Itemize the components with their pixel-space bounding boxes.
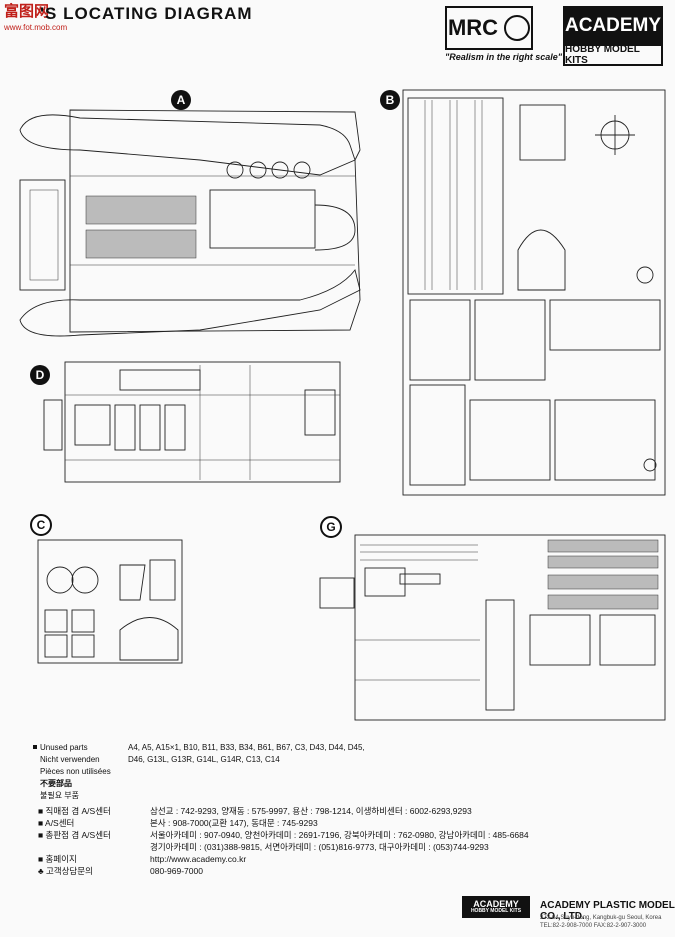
footer-address-line: 273-64 Suyu-dong, Kangbuk-gu Seoul, Kore…	[540, 915, 662, 921]
footer-address: 273-64 Suyu-dong, Kangbuk-gu Seoul, Kore…	[540, 914, 661, 930]
contact-label-support: ♣ 고객상담문의	[38, 866, 93, 876]
homepage-link[interactable]: http://www.academy.co.kr	[150, 854, 247, 864]
contact-value-dist: 서울아카데미 : 907-0940, 양천아카데미 : 2691-7196, 강…	[150, 830, 529, 840]
academy-hobby-label: HOBBY MODEL KITS	[563, 44, 663, 66]
unused-label-fr: Pièces non utilisées	[40, 767, 111, 776]
contact-labels: ■ 직매점 겸 A/S센터 ■ A/S센터 ■ 총판점 겸 A/S센터 ■ 홈페…	[38, 805, 111, 877]
unused-label-kr: 불필요 부품	[40, 791, 80, 800]
contact-values: 삼선교 : 742-9293, 양재동 : 575-9997, 용산 : 798…	[150, 805, 530, 877]
unused-label-en: Unused parts	[40, 743, 88, 752]
mrc-logo: MRC	[445, 6, 533, 50]
contact-value-dist2: 경기아카데미 : (031)388-9815, 서면아카데미 : (051)81…	[150, 842, 489, 852]
unused-label-jp: 不要部品	[40, 779, 72, 788]
contact-value-direct: 삼선교 : 742-9293, 양재동 : 575-9997, 용산 : 798…	[150, 806, 472, 816]
tagline: "Realism in the right scale"	[445, 52, 563, 62]
sprue-a-label: A	[171, 90, 191, 110]
sprue-c-drawing	[37, 539, 183, 664]
unused-label-de: Nicht verwenden	[40, 755, 100, 764]
footer-logo-text: ACADEMY	[473, 899, 519, 909]
mrc-logo-text: MRC	[447, 15, 499, 40]
page-title: 'S LOCATING DIAGRAM	[40, 4, 253, 23]
footer-logo-sub: HOBBY MODEL KITS	[470, 908, 522, 914]
sprue-c-label: C	[30, 514, 52, 536]
sprue-d-drawing	[43, 361, 341, 483]
contact-label-dist: ■ 총판점 겸 A/S센터	[38, 830, 111, 840]
footer-academy-logo: ACADEMY HOBBY MODEL KITS	[462, 896, 530, 918]
contact-label-direct: ■ 직매점 겸 A/S센터	[38, 806, 111, 816]
mrc-emblem-icon	[504, 15, 531, 41]
contact-label-blank	[38, 841, 111, 853]
watermark: 富图网	[4, 3, 50, 20]
sprue-a-drawing	[19, 109, 361, 337]
sprue-b-label: B	[380, 90, 400, 110]
contact-value-as: 본사 : 908-7000(교환 147), 동대문 : 745-9293	[150, 818, 318, 828]
footer-company: ACADEMY PLASTIC MODEL CO., LTD.	[540, 900, 675, 922]
sprue-g-label: G	[320, 516, 342, 538]
unused-parts-labels: Unused parts Nicht verwenden Pièces non …	[33, 742, 111, 802]
sprue-d-label: D	[30, 365, 50, 385]
support-phone: 080-969-7000	[150, 866, 203, 876]
watermark-url: www.fot.mob.com	[4, 23, 68, 32]
sprue-b-drawing	[402, 89, 666, 496]
sprue-g-drawing	[319, 534, 666, 721]
phone-icon: ♣	[38, 866, 44, 876]
unused-parts-list: A4, A5, A15×1, B10, B11, B33, B34, B61, …	[128, 743, 365, 764]
bullet-icon	[33, 745, 37, 749]
contact-label-as: ■ A/S센터	[38, 818, 75, 828]
contact-label-home: ■ 홈페이지	[38, 854, 77, 864]
footer-tel-line: TEL:82-2-908-7000 FAX:82-2-907-3000	[540, 923, 647, 929]
